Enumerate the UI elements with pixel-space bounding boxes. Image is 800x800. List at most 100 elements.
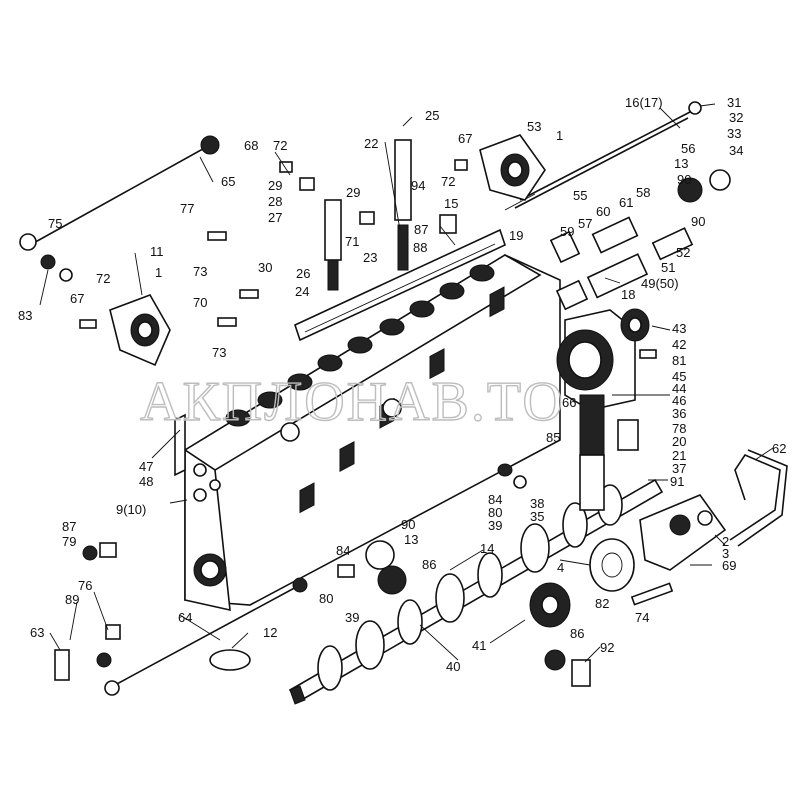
callout: 23 (363, 250, 377, 265)
callout: 62 (772, 441, 786, 456)
callout: 86 (570, 626, 584, 641)
callout: 32 (729, 110, 743, 125)
callout: 84 (336, 543, 350, 558)
callout: 46 (672, 393, 686, 408)
camshaft (288, 478, 664, 705)
callout: 88 (413, 240, 427, 255)
callout: 29 (268, 178, 282, 193)
callout: 79 (62, 534, 76, 549)
callout: 73 (193, 264, 207, 279)
callout: 40 (446, 659, 460, 674)
callout: 2 (722, 534, 729, 549)
callout: 83 (18, 308, 32, 323)
callout: 73 (212, 345, 226, 360)
callout: 69 (722, 558, 736, 573)
callout: 39 (345, 610, 359, 625)
plunger-bores (225, 264, 495, 427)
callout: 87 (414, 222, 428, 237)
callout: 80 (488, 505, 502, 520)
callout: 28 (268, 194, 282, 209)
callout: 68 (244, 138, 258, 153)
callout: 48 (139, 474, 153, 489)
callout: 53 (527, 119, 541, 134)
callout: 42 (672, 337, 686, 352)
callout: 26 (296, 266, 310, 281)
callout: 9(10) (116, 502, 146, 517)
callout: 47 (139, 459, 153, 474)
callout: 29 (346, 185, 360, 200)
callout: 80 (319, 591, 333, 606)
callout: 76 (78, 578, 92, 593)
callout: 60 (596, 204, 610, 219)
callout: 65 (221, 174, 235, 189)
callout: 18 (621, 287, 635, 302)
callout: 39 (488, 518, 502, 533)
callout: 35 (530, 509, 544, 524)
callout: 20 (672, 434, 686, 449)
callout: 14 (480, 541, 494, 556)
callout: 67 (70, 291, 84, 306)
callout: 11 (150, 244, 164, 259)
callout: 89 (65, 592, 79, 607)
callout: 30 (258, 260, 272, 275)
callout: 25 (425, 108, 439, 123)
leader-lines (39, 103, 774, 663)
callout: 63 (30, 625, 44, 640)
watermark-text: АКПЛОНАВ.ТО (140, 371, 565, 433)
callout: 1 (155, 265, 162, 280)
control-rods (19, 101, 788, 696)
callout: 90 (691, 214, 705, 229)
callout: 34 (729, 143, 743, 158)
callout: 75 (48, 216, 62, 231)
small-parts (54, 139, 731, 687)
callout: 36 (672, 406, 686, 421)
callout: 64 (178, 610, 192, 625)
callout: 90 (401, 517, 415, 532)
callout: 12 (263, 625, 277, 640)
callout: 52 (676, 245, 690, 260)
callout: 72 (273, 138, 287, 153)
callout: 92 (600, 640, 614, 655)
callout: 94 (411, 178, 425, 193)
callout: 51 (661, 260, 675, 275)
callout: 22 (364, 136, 378, 151)
callout: 81 (672, 353, 686, 368)
callout: 58 (636, 185, 650, 200)
callout: 57 (578, 216, 592, 231)
callout: 66 (562, 395, 576, 410)
callout: 87 (62, 519, 76, 534)
callout: 72 (441, 174, 455, 189)
callout: 45 (672, 369, 686, 384)
flanges (109, 134, 546, 367)
bearing-housing (556, 308, 650, 411)
coupling-and-governor (589, 494, 727, 592)
callout: 3 (722, 546, 729, 561)
callout: 70 (193, 295, 207, 310)
callout: 41 (472, 638, 486, 653)
callout: 27 (268, 210, 282, 225)
callout: 91 (670, 474, 684, 489)
callout: 72 (96, 271, 110, 286)
callout: 56 (681, 141, 695, 156)
callout: 49(50) (641, 276, 679, 291)
callout: 21 (672, 448, 686, 463)
callout: 31 (727, 95, 741, 110)
callout: 38 (530, 496, 544, 511)
callout: 85 (546, 430, 560, 445)
callout: 37 (672, 461, 686, 476)
callout: 16(17) (625, 95, 663, 110)
callout: 1 (556, 128, 563, 143)
callout: 15 (444, 196, 458, 211)
callout: 61 (619, 195, 633, 210)
callout: 19 (509, 228, 523, 243)
callout: 13 (404, 532, 418, 547)
callout: 74 (635, 610, 649, 625)
callout: 33 (727, 126, 741, 141)
callout: 13 (674, 156, 688, 171)
pump-housing (174, 228, 561, 612)
callout: 77 (180, 201, 194, 216)
callout: 59 (560, 224, 574, 239)
callout: 84 (488, 492, 502, 507)
callout: 86 (422, 557, 436, 572)
